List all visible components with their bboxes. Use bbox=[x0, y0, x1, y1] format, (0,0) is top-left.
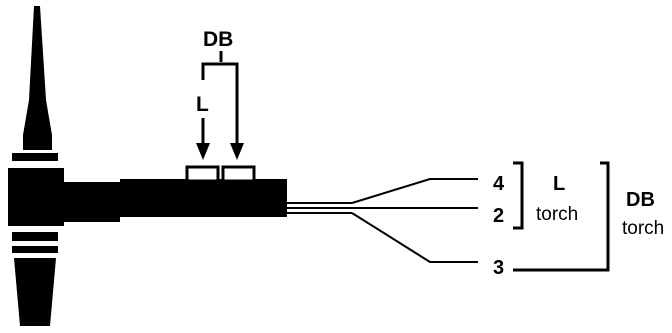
arrow-head-l bbox=[196, 143, 210, 160]
torch-upper-ring bbox=[12, 153, 58, 161]
cable-body bbox=[120, 179, 287, 217]
wire-3 bbox=[351, 212, 478, 263]
label-wire-4: 4 bbox=[493, 173, 505, 195]
label-l-top: L bbox=[196, 93, 209, 116]
torch-central-block bbox=[8, 168, 64, 226]
label-db-top: DB bbox=[203, 28, 233, 51]
torch-lower-ring-1 bbox=[12, 232, 58, 241]
label-l-group: L bbox=[553, 173, 565, 195]
torch-head bbox=[8, 6, 64, 326]
brackets bbox=[513, 161, 610, 272]
switch-button-l bbox=[185, 165, 220, 183]
torch-lower-shaft bbox=[14, 258, 56, 326]
torch-upper-shaft bbox=[23, 6, 52, 150]
label-wire-2: 2 bbox=[493, 205, 504, 227]
db-bracket bbox=[513, 161, 610, 272]
label-wire-3: 3 bbox=[493, 257, 504, 279]
label-db-torch: torch bbox=[622, 218, 664, 239]
l-bracket bbox=[513, 161, 524, 230]
torch-neck bbox=[62, 182, 120, 222]
wires bbox=[287, 178, 478, 263]
switch-button-db bbox=[221, 165, 256, 183]
label-db-group: DB bbox=[626, 189, 655, 211]
switch-arrows bbox=[201, 51, 239, 145]
wire-4 bbox=[351, 178, 478, 204]
torch-lower-ring-2 bbox=[12, 246, 58, 253]
label-l-torch: torch bbox=[536, 204, 578, 225]
arrow-head-db bbox=[230, 143, 244, 160]
